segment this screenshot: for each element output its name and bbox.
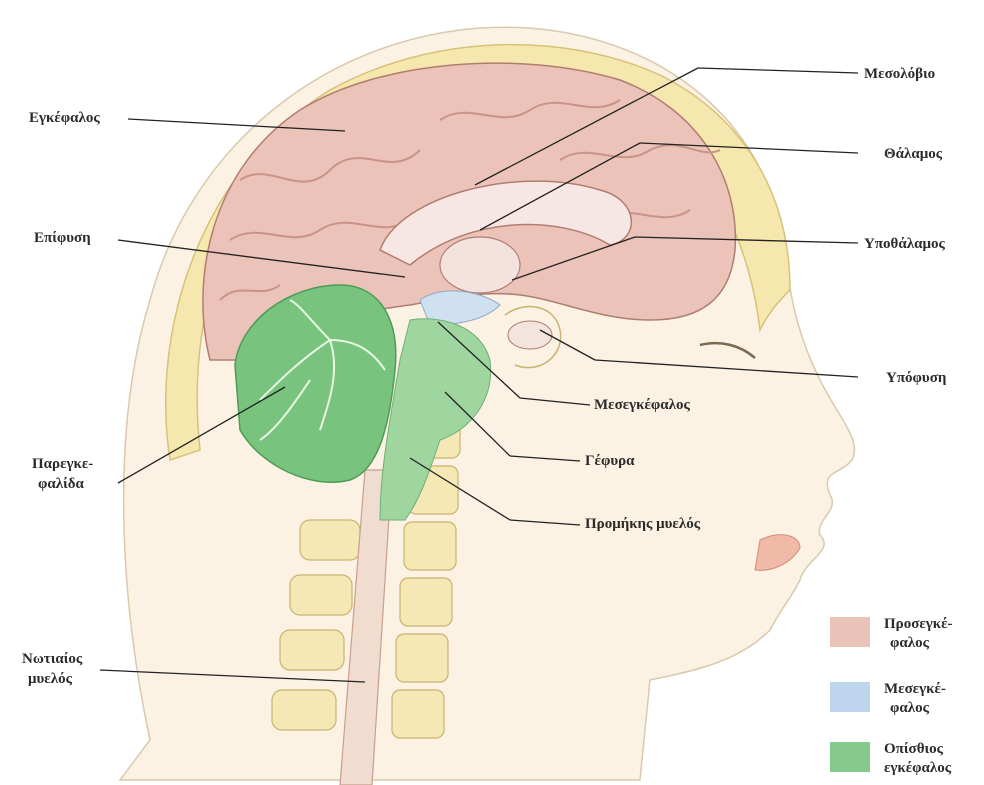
label-notiaios: Νωτιαίος μυελός: [22, 649, 82, 689]
label-paregkefalida-line2: φαλίδα: [32, 474, 93, 494]
legend-midbrain-line1: Μεσεγκέ-: [884, 680, 946, 699]
label-egkefalos: Εγκέφαλος: [29, 108, 100, 128]
label-paregkefalida: Παρεγκε- φαλίδα: [32, 454, 93, 494]
label-notiaios-line2: μυελός: [22, 669, 82, 689]
legend-text-hindbrain: Οπίσθιος εγκέφαλος: [884, 740, 951, 778]
label-epifysi: Επίφυση: [34, 228, 91, 248]
legend-hindbrain-line2: εγκέφαλος: [884, 759, 951, 778]
label-gefyra: Γέφυρα: [585, 451, 635, 471]
label-ypofysi: Υπόφυση: [886, 368, 946, 388]
label-mesolovio: Μεσολόβιο: [864, 64, 935, 84]
legend-forebrain-line2: φαλος: [884, 634, 953, 653]
legend-hindbrain-line1: Οπίσθιος: [884, 740, 951, 759]
thalamus: [440, 237, 520, 293]
legend-swatch-forebrain: [830, 617, 870, 647]
legend-midbrain-line2: φαλος: [884, 699, 946, 718]
label-ypothalamos: Υποθάλαμος: [864, 234, 945, 254]
label-thalamos: Θάλαμος: [884, 144, 942, 164]
pituitary: [508, 321, 552, 349]
legend-swatch-hindbrain: [830, 742, 870, 772]
legend-text-midbrain: Μεσεγκέ- φαλος: [884, 680, 946, 718]
label-mesegkefalos: Μεσεγκέφαλος: [594, 395, 690, 415]
leader-mesolovio: [698, 68, 858, 73]
label-paregkefalida-line1: Παρεγκε-: [32, 454, 93, 474]
label-notiaios-line1: Νωτιαίος: [22, 649, 82, 669]
legend-forebrain-line1: Προσεγκέ-: [884, 615, 953, 634]
legend-swatch-midbrain: [830, 682, 870, 712]
label-promikis: Προμήκης μυελός: [585, 514, 700, 534]
legend-text-forebrain: Προσεγκέ- φαλος: [884, 615, 953, 653]
